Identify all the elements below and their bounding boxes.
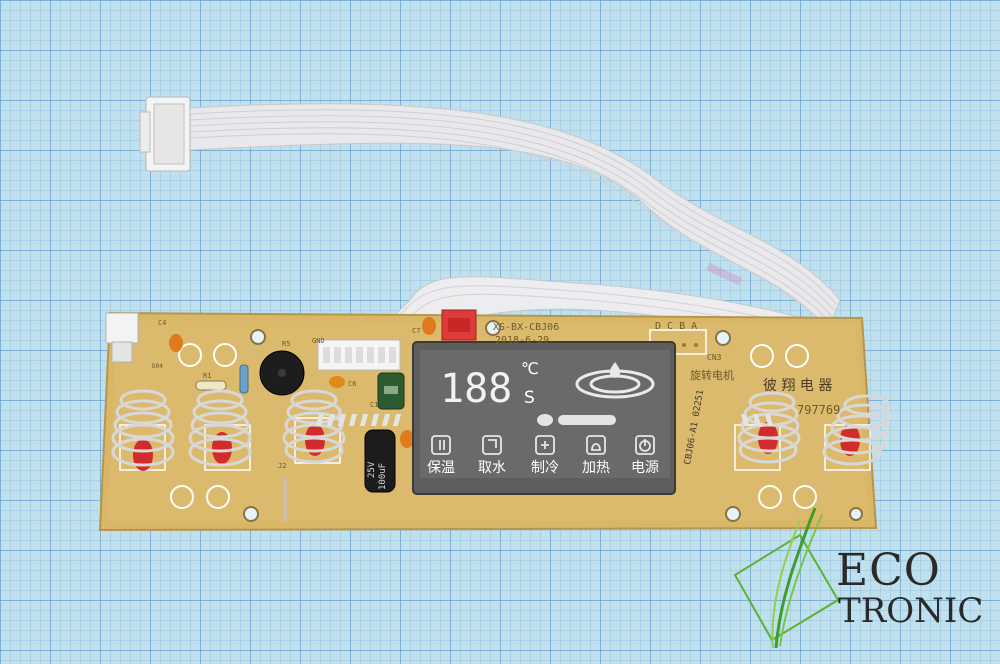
spring-button-4: [734, 391, 801, 471]
lcd-label-heat: 加热: [582, 460, 610, 476]
ecotronic-logo: ECO TRONIC: [733, 507, 983, 649]
silk-c4: C4: [158, 319, 166, 327]
silk-j2: J2: [278, 462, 286, 470]
silk-r1: R1: [203, 372, 211, 380]
side-connector: [105, 312, 139, 363]
lcd-panel: 188 ℃ S: [315, 341, 774, 495]
lcd-label-power: 电源: [631, 460, 659, 476]
silk-r5: R5: [282, 340, 290, 348]
logo-line2: TRONIC: [838, 591, 983, 631]
lcd-progress-bar: [315, 414, 774, 426]
lcd-label-dispense: 取水: [478, 460, 506, 476]
silk-rotate: 旋转电机: [690, 368, 734, 382]
mounting-holes: [243, 320, 863, 522]
red-connector: [441, 309, 477, 341]
lcd-label-cool: 制冷: [531, 460, 559, 476]
logo-line1: ECO: [836, 545, 941, 596]
buzzer: [259, 350, 305, 396]
lcd-icon-row: [431, 435, 655, 455]
spring-button-1: [111, 389, 175, 471]
silk-c7: C7: [412, 327, 420, 335]
lcd-digits: 188: [440, 366, 512, 412]
electrolytic-capacitor: 100uF 25V: [364, 429, 396, 493]
spring-buttons: [111, 389, 892, 471]
silk-company: 彼 翔 电 器: [763, 378, 832, 394]
spring-button-5: [822, 394, 892, 471]
lcd-unit-temp: ℃: [521, 359, 539, 378]
silk-c6: C6: [348, 380, 356, 388]
silk-d4: D04: [152, 363, 163, 370]
silk-date: 2018-6-29: [495, 335, 549, 346]
lcd-label-keep-warm: 保温: [427, 460, 455, 476]
silk-cn3: CN3: [707, 353, 722, 362]
spring-button-3: [282, 389, 346, 464]
capacitor-voltage: 25V: [367, 461, 377, 478]
leaf-icon: [733, 507, 840, 649]
pad-rings: [170, 343, 817, 509]
silk-c1: C1: [370, 401, 378, 409]
capacitor-label: 100uF: [378, 463, 388, 490]
silk-number: 797769: [797, 403, 840, 417]
silk-model: XS-BX-CBJ06: [493, 322, 559, 333]
small-components: [169, 317, 436, 448]
spring-button-2: [188, 389, 252, 471]
silk-gnd: GND: [312, 337, 325, 345]
silk-dcba: D C B A: [655, 321, 697, 332]
header-connector: [317, 339, 401, 371]
ribbon-cable: [189, 103, 841, 356]
lcd-unit-sec: S: [524, 388, 535, 408]
cable-connector: [139, 96, 191, 172]
water-drop-icon: [575, 362, 655, 399]
